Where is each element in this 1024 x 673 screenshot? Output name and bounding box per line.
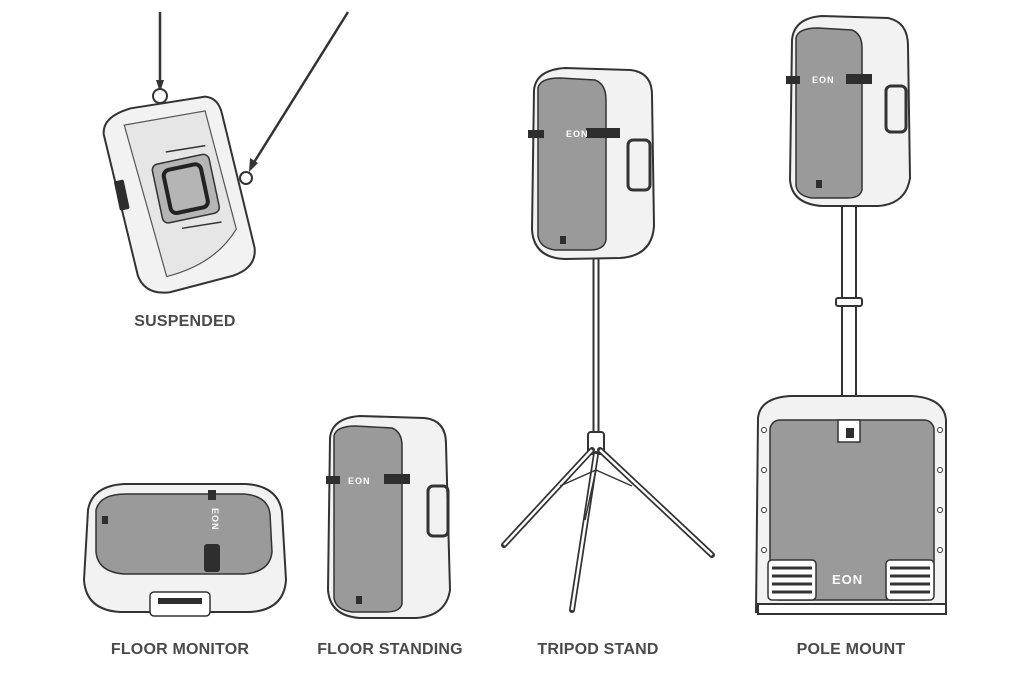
suspended-speaker-illustration bbox=[102, 11, 350, 294]
carry-handle-icon bbox=[161, 162, 210, 216]
pole-speaker-cabinet: EON bbox=[786, 14, 912, 207]
tripod-stand-illustration: EON bbox=[501, 66, 715, 613]
eon-logo: EON bbox=[210, 508, 220, 531]
eyebolt-icon bbox=[239, 171, 253, 185]
caption-tripod-stand: TRIPOD STAND bbox=[537, 641, 659, 658]
bass-port-icon bbox=[885, 559, 935, 601]
suspended-speaker-cabinet bbox=[102, 95, 256, 294]
speaker-grille bbox=[95, 493, 273, 575]
carry-handle-icon bbox=[884, 84, 908, 134]
speaker-grille bbox=[537, 77, 607, 251]
eyebolt-icon bbox=[152, 88, 168, 104]
tripod-speaker-cabinet: EON bbox=[528, 66, 656, 261]
eon-logo: EON bbox=[566, 129, 589, 139]
caption-floor-standing: FLOOR STANDING bbox=[317, 641, 463, 658]
speaker-grille bbox=[795, 27, 863, 199]
caption-suspended: SUSPENDED bbox=[134, 313, 236, 330]
floor-standing-illustration: EON bbox=[326, 414, 452, 619]
pole-mount-illustration: EON EON bbox=[754, 14, 947, 615]
eon-logo: EON bbox=[812, 75, 835, 85]
eon-logo: EON bbox=[348, 476, 371, 486]
bass-port-icon bbox=[767, 559, 817, 601]
subwoofer-cabinet: EON bbox=[754, 395, 947, 615]
cable-arrow-icon bbox=[156, 80, 164, 92]
eon-logo: EON bbox=[832, 572, 863, 587]
caption-pole-mount: POLE MOUNT bbox=[796, 641, 906, 658]
carry-handle-icon bbox=[626, 138, 652, 192]
suspension-cable-angled bbox=[251, 11, 350, 165]
speaker-grille bbox=[333, 425, 403, 613]
caption-floor-monitor: FLOOR MONITOR bbox=[110, 641, 250, 658]
tripod-legs bbox=[501, 447, 715, 613]
cable-arrow-icon bbox=[249, 158, 258, 172]
carry-handle-icon bbox=[426, 484, 450, 538]
floor-monitor-illustration: EON bbox=[82, 483, 288, 617]
